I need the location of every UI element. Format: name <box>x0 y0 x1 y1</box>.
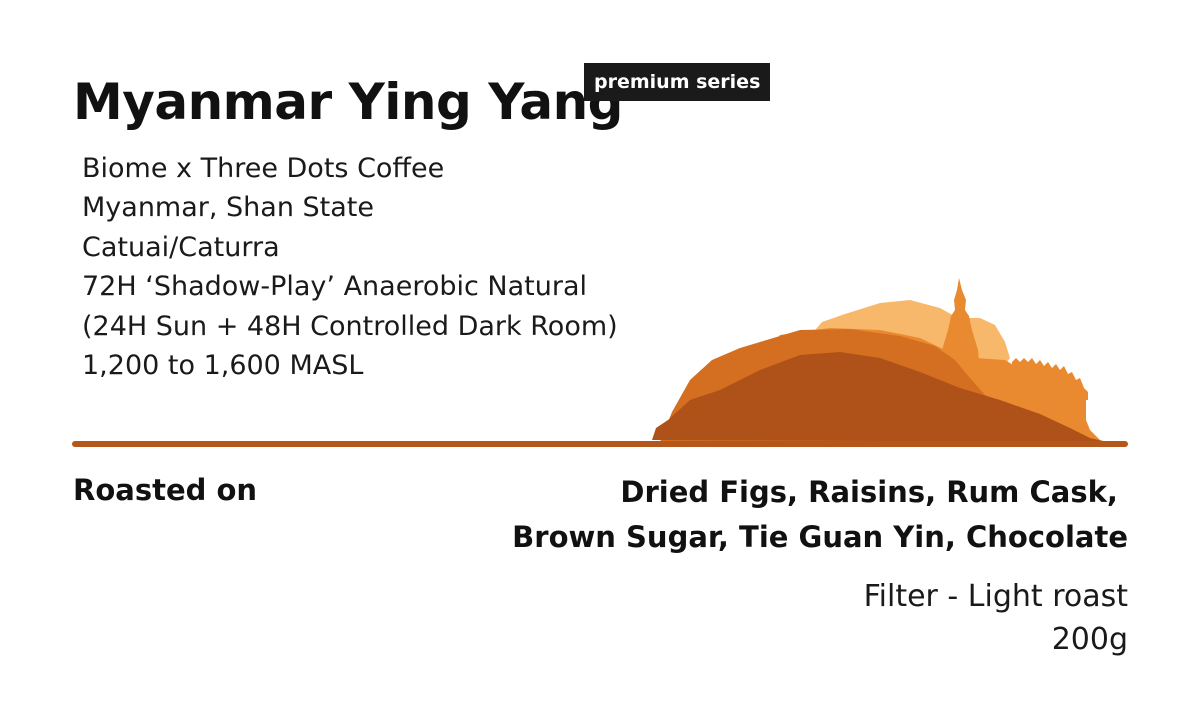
detail-process: 72H ‘Shadow-Play’ Anaerobic Natural <box>82 271 587 303</box>
brew-info: Filter - Light roast 200g <box>864 575 1128 661</box>
product-title: Myanmar Ying Yang <box>73 73 623 131</box>
tasting-notes-line-1: Dried Figs, Raisins, Rum Cask, <box>620 475 1128 509</box>
detail-process-note: (24H Sun + 48H Controlled Dark Room) <box>82 310 618 342</box>
tasting-notes-line-2: Brown Sugar, Tie Guan Yin, Chocolate <box>512 520 1128 554</box>
tasting-notes: Dried Figs, Raisins, Rum Cask, Brown Sug… <box>512 470 1128 560</box>
detail-region: Myanmar, Shan State <box>82 192 375 224</box>
roasted-on-label: Roasted on <box>73 473 258 507</box>
pagoda-spire <box>940 278 980 372</box>
brew-method: Filter - Light roast <box>863 579 1128 614</box>
detail-altitude: 1,200 to 1,600 MASL <box>82 350 364 382</box>
detail-variety: Catuai/Caturra <box>82 231 280 263</box>
detail-producer: Biome x Three Dots Coffee <box>82 153 445 184</box>
origin-details: Biome x Three Dots Coffee Myanmar, Shan … <box>82 149 618 385</box>
net-weight: 200g <box>1051 622 1128 657</box>
hill-front-layer <box>652 352 1108 442</box>
premium-series-badge: premium series <box>584 63 771 101</box>
castle-walls <box>1012 358 1088 400</box>
